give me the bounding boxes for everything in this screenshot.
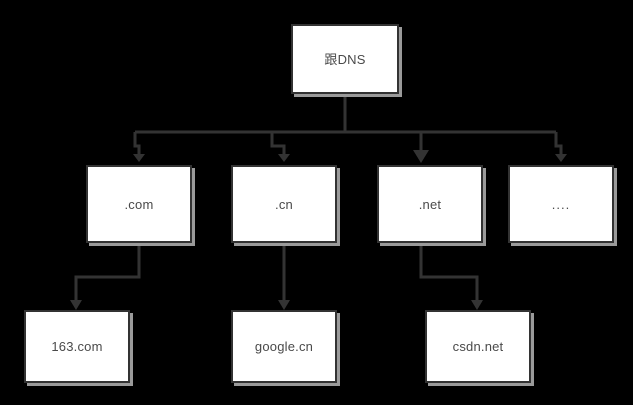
arrowhead-dots [555,154,567,162]
node-root-dns[interactable]: 跟DNS [291,24,399,94]
node-tld-cn-label: .cn [275,196,293,212]
node-host-csdnnet-label: csdn.net [452,339,504,354]
node-tld-net[interactable]: .net [377,165,483,243]
edge-net-to-csdn [419,243,479,306]
edge-root-to-cn [270,132,286,160]
edge-root-to-dots [554,132,563,160]
arrowhead-google [278,300,290,310]
arrowhead-com [133,154,145,162]
arrowhead-net [413,150,429,163]
node-tld-com[interactable]: .com [86,165,192,243]
node-host-googlecn-label: google.cn [254,339,314,354]
edge-root-to-com [133,132,141,160]
node-tld-more[interactable]: .... [508,165,614,243]
edge-com-to-163 [74,243,141,306]
node-tld-cn[interactable]: .cn [231,165,337,243]
node-tld-net-label: .net [418,196,442,212]
node-root-dns-label: 跟DNS [324,51,366,67]
node-tld-com-label: .com [124,196,154,212]
node-host-csdnnet[interactable]: csdn.net [425,310,531,383]
node-host-163com[interactable]: 163.com [24,310,130,383]
node-host-163com-label: 163.com [51,339,103,354]
node-host-googlecn[interactable]: google.cn [231,310,337,383]
node-tld-more-label: .... [551,196,571,212]
arrowhead-cn [278,154,290,162]
arrowhead-csdn [471,300,483,310]
arrowhead-163 [70,300,82,310]
